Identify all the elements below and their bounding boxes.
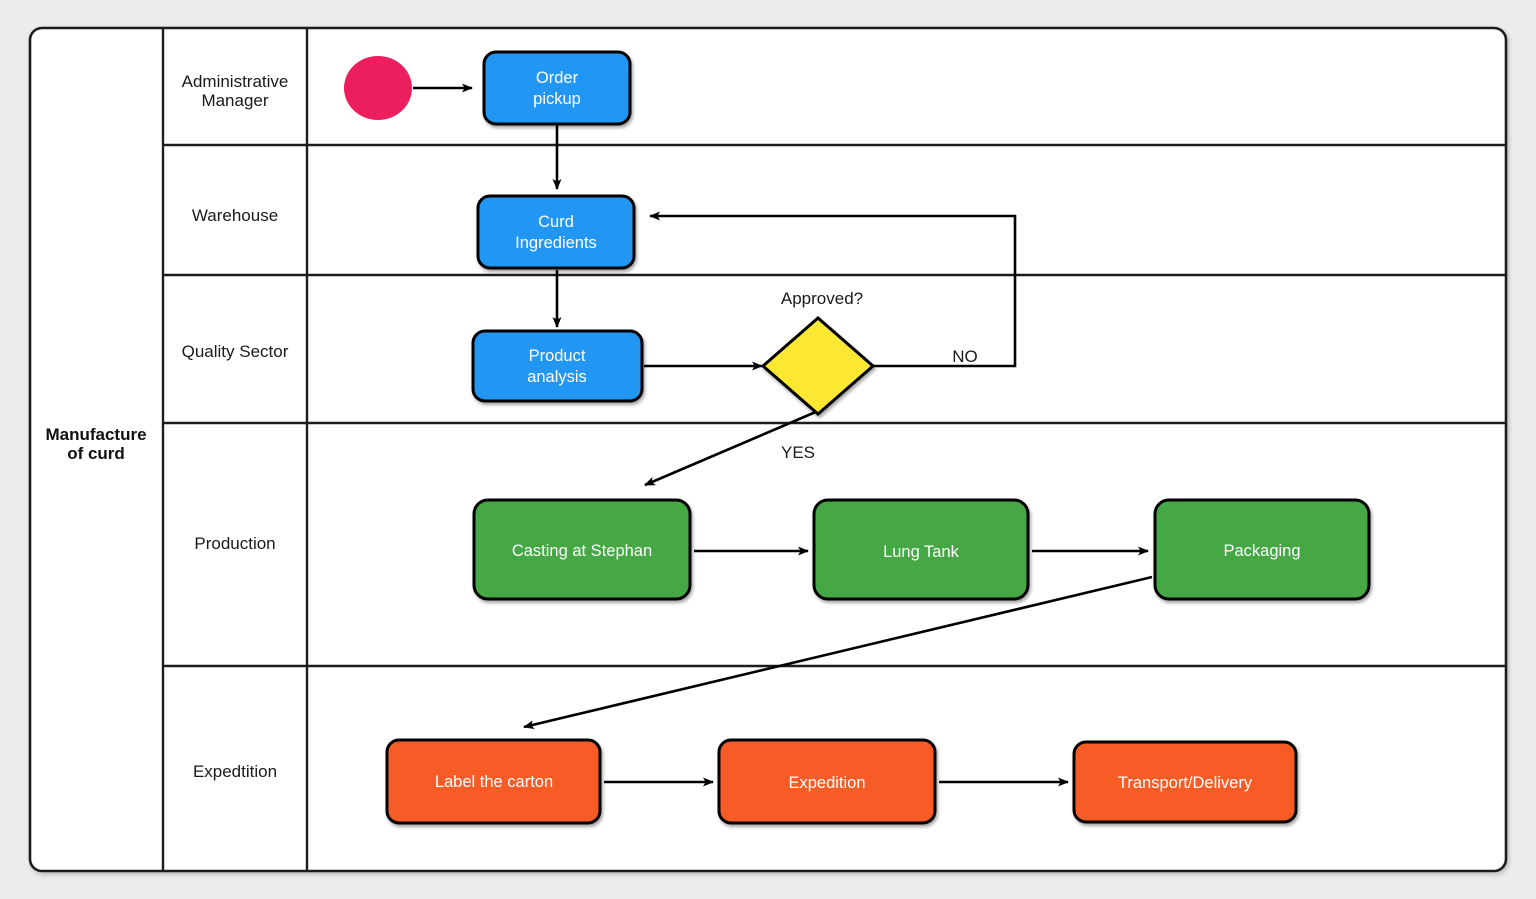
start-event-circle[interactable] [344, 56, 412, 120]
node-approved-gateway-shape[interactable] [760, 316, 876, 416]
node-label-the-carton-label: Label the carton [435, 773, 553, 791]
lane-label-expedtition: Expedtition [193, 762, 277, 781]
pool-frame [28, 26, 1508, 873]
node-label-the-carton-shape[interactable] [385, 738, 602, 825]
edge-label-no: NO [952, 347, 978, 366]
node-expedition-shape[interactable] [717, 738, 937, 825]
node-lung-tank-label: Lung Tank [883, 543, 960, 561]
pool-title-line1: Manufacture [45, 425, 146, 444]
node-lung-tank[interactable]: Lung Tank [812, 498, 1030, 601]
node-transport-delivery[interactable]: Transport/Delivery [1072, 740, 1298, 824]
edge-gateway-no-to-curd-ingredients [649, 211, 1017, 368]
edge-packaging-to-label-the-carton [523, 575, 1153, 730]
pool-title: Manufacture of curd [45, 425, 146, 463]
node-label-the-carton[interactable]: Label the carton [385, 738, 602, 825]
pool-outer-rect [28, 26, 1508, 873]
lane-label-administrative-manager-l2: Manager [201, 91, 268, 110]
edge-gateway-yes-to-casting [644, 409, 819, 487]
node-casting-at-stephan-shape[interactable] [472, 498, 692, 601]
edge-label-yes: YES [781, 443, 815, 462]
node-order-pickup-label-l2: pickup [533, 90, 581, 108]
node-expedition-label: Expedition [788, 774, 865, 792]
node-curd-ingredients-label-l2: Ingredients [515, 234, 597, 252]
node-curd-ingredients-label-l1: Curd [538, 213, 574, 231]
node-order-pickup-label-l1: Order [536, 69, 579, 87]
node-packaging-label: Packaging [1223, 542, 1300, 560]
lane-label-production: Production [194, 534, 275, 553]
lane-grid [161, 29, 1505, 870]
connectors [413, 83, 1153, 787]
node-transport-delivery-label: Transport/Delivery [1118, 774, 1253, 792]
node-product-analysis[interactable]: Product analysis [471, 329, 644, 403]
node-transport-delivery-shape[interactable] [1072, 740, 1298, 824]
node-casting-at-stephan-label: Casting at Stephan [512, 542, 652, 560]
node-casting-at-stephan[interactable]: Casting at Stephan [472, 498, 692, 601]
lane-label-administrative-manager-l1: Administrative [182, 72, 289, 91]
edge-label-approved: Approved? [781, 289, 863, 308]
lane-label-warehouse: Warehouse [192, 206, 278, 225]
node-lung-tank-shape[interactable] [812, 498, 1030, 601]
node-curd-ingredients[interactable]: Curd Ingredients [476, 194, 636, 270]
node-product-analysis-shape[interactable] [471, 329, 644, 403]
node-curd-ingredients-shape[interactable] [476, 194, 636, 270]
node-product-analysis-label-l2: analysis [527, 368, 587, 386]
node-order-pickup[interactable]: Order pickup [482, 50, 632, 126]
lane-label-quality-sector: Quality Sector [182, 342, 289, 361]
node-expedition[interactable]: Expedition [717, 738, 937, 825]
node-order-pickup-shape[interactable] [482, 50, 632, 126]
node-packaging[interactable]: Packaging [1153, 498, 1371, 601]
node-approved-gateway[interactable] [760, 316, 876, 416]
node-packaging-shape[interactable] [1153, 498, 1371, 601]
node-product-analysis-label-l1: Product [529, 347, 586, 365]
lane-label-administrative-manager: Administrative Manager [182, 72, 289, 110]
pool-title-line2: of curd [67, 444, 125, 463]
